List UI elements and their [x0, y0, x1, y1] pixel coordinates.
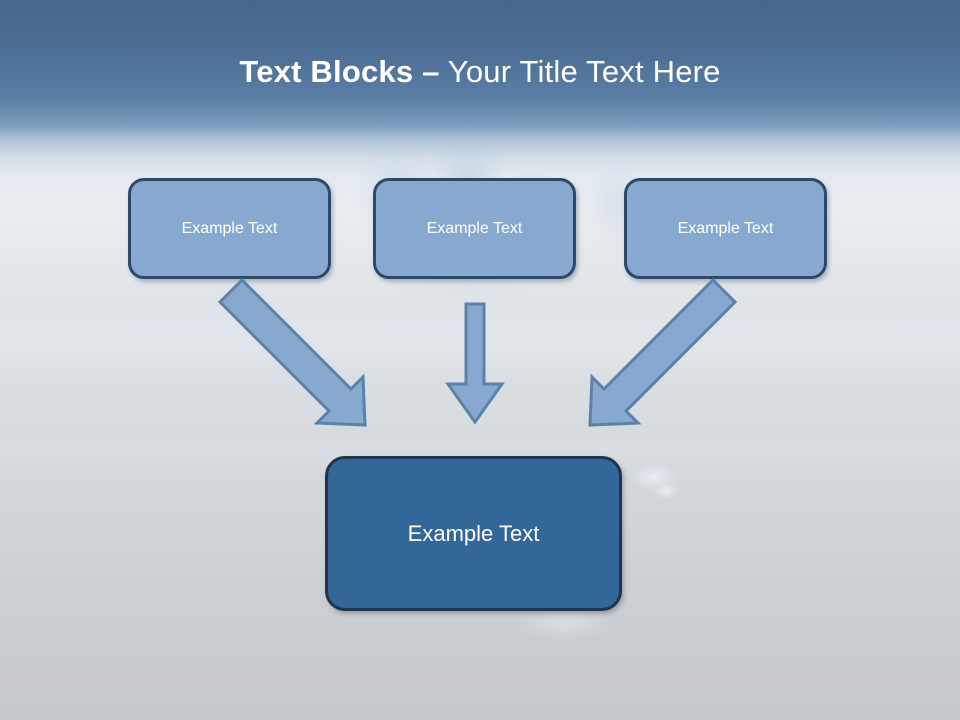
result-text-block-label: Example Text — [407, 520, 540, 546]
text-block-1[interactable]: Example Text — [128, 178, 331, 279]
slide-title: Text Blocks – Your Title Text Here — [0, 52, 960, 92]
text-block-2[interactable]: Example Text — [373, 178, 576, 279]
background-ice-chunk — [620, 455, 690, 515]
text-block-3[interactable]: Example Text — [624, 178, 827, 279]
text-block-2-label: Example Text — [426, 219, 523, 237]
slide-title-normal: Your Title Text Here — [439, 54, 721, 89]
text-block-3-label: Example Text — [677, 219, 774, 237]
slide-title-bold: Text Blocks – — [239, 54, 440, 89]
result-text-block[interactable]: Example Text — [325, 456, 622, 611]
text-block-1-label: Example Text — [181, 219, 278, 237]
